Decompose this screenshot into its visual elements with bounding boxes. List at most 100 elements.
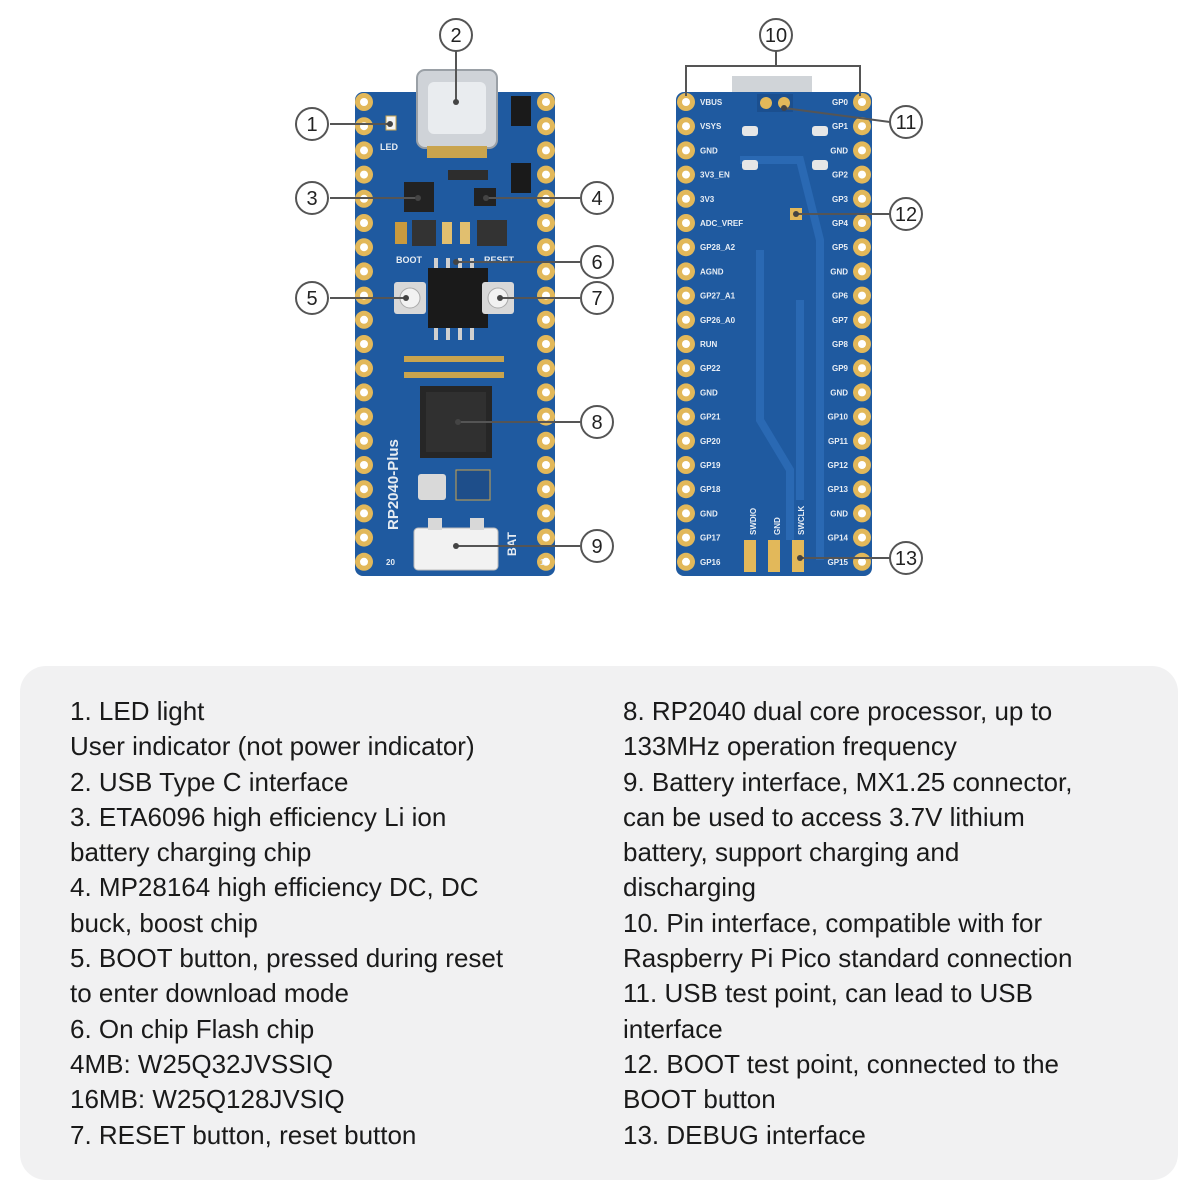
back-pin-label: GND	[830, 388, 848, 397]
back-pin-label: GP16	[700, 558, 721, 567]
silk-pin-1: 1	[540, 558, 545, 567]
back-pin-pad-hole	[858, 340, 866, 348]
description-line: 8. RP2040 dual core processor, up to	[623, 696, 1053, 726]
front-pin-pad-hole	[542, 436, 550, 445]
front-pin-pad-hole	[360, 219, 368, 227]
front-pin-pad-hole	[542, 533, 550, 542]
back-pin-label: GP10	[828, 413, 849, 422]
back-pin-label: GP18	[700, 485, 721, 494]
back-pin-pad-hole	[858, 436, 866, 445]
back-pin-label: GP7	[832, 316, 849, 325]
board-diagram: LED BOOT RESET	[295, 18, 923, 576]
back-pin-label: GP2	[832, 171, 849, 180]
svg-text:8: 8	[591, 412, 602, 434]
debug-label-2: GND	[773, 517, 782, 535]
back-pin-label: VSYS	[700, 122, 722, 131]
front-left-pads	[355, 93, 373, 571]
back-pin-label: GND	[700, 146, 718, 155]
description-line: 1. LED light	[70, 696, 205, 726]
front-pin-pad-hole	[542, 315, 550, 324]
callout-5: 5	[295, 281, 329, 315]
back-pin-label: GP22	[700, 364, 721, 373]
silk-board-name: RP2040-Plus	[385, 439, 402, 530]
back-pin-pad-hole	[682, 146, 690, 155]
front-pin-pad-hole	[542, 243, 550, 252]
silk-reset: RESET	[484, 255, 515, 265]
back-right-pads	[853, 93, 871, 571]
back-pin-label: GP3	[832, 195, 849, 204]
front-pin-pad-hole	[542, 340, 550, 348]
front-pin-pad-hole	[542, 98, 550, 106]
back-pin-label: GP5	[832, 243, 849, 252]
back-pin-label: GND	[830, 267, 848, 276]
description-line: can be used to access 3.7V lithium	[623, 801, 1025, 832]
front-pin-pad-hole	[542, 364, 550, 373]
front-pin-pad-hole	[360, 388, 368, 397]
silk-boot: BOOT	[396, 255, 423, 265]
svg-text:11: 11	[896, 112, 917, 134]
back-pin-pad-hole	[682, 267, 690, 276]
description-line: 9. Battery interface, MX1.25 connector,	[623, 766, 1073, 797]
description-left-column: 1. LED light User indicator (not power i…	[70, 694, 503, 1153]
back-pin-label: GND	[700, 388, 718, 397]
boot-button	[394, 282, 426, 314]
front-pin-pad-hole	[360, 98, 368, 106]
svg-text:12: 12	[895, 204, 917, 226]
callout-3: 3	[295, 181, 329, 215]
back-pin-label: VBUS	[700, 98, 723, 107]
front-board: LED BOOT RESET	[355, 69, 555, 576]
callout-13: 13	[889, 541, 923, 575]
description-line: 3. ETA6096 high efficiency Li ion	[70, 801, 447, 832]
back-pin-pad-hole	[682, 170, 690, 179]
back-pin-label: GND	[700, 509, 718, 518]
front-pin-pad-hole	[542, 388, 550, 397]
back-pin-pad-hole	[858, 122, 866, 131]
back-pin-label: GP27_A1	[700, 292, 736, 301]
back-pin-pad-hole	[682, 219, 690, 227]
front-pin-pad-hole	[360, 267, 368, 276]
svg-text:10: 10	[765, 25, 787, 47]
front-pin-pad-hole	[542, 122, 550, 131]
back-pin-label: GP9	[832, 364, 849, 373]
description-line: battery charging chip	[70, 837, 312, 868]
svg-text:6: 6	[591, 252, 602, 274]
callouts	[330, 51, 891, 559]
back-pin-label: GP12	[828, 461, 849, 470]
silk-bat: BAT	[505, 532, 519, 556]
description-line: discharging	[623, 872, 756, 903]
description-line: buck, boost chip	[70, 907, 258, 938]
svg-text:3: 3	[306, 188, 317, 210]
back-left-pads	[677, 93, 695, 571]
front-pin-pad-hole	[360, 557, 368, 566]
description-line: 7. RESET button, reset button	[70, 1119, 417, 1150]
description-line: 12. BOOT test point, connected to the	[623, 1048, 1060, 1079]
front-pin-pad-hole	[542, 461, 550, 469]
callout-dots	[387, 99, 803, 561]
description-line: 4MB: W25Q32JVSSIQ	[70, 1048, 333, 1079]
back-pin-label: ADC_VREF	[700, 219, 743, 228]
callout-9: 9	[580, 529, 614, 563]
back-pin-pad-hole	[858, 170, 866, 179]
back-pin-pad-hole	[858, 219, 866, 227]
callout-4: 4	[580, 181, 614, 215]
callout-8: 8	[580, 405, 614, 439]
front-pin-pad-hole	[542, 509, 550, 518]
svg-text:5: 5	[306, 288, 317, 310]
back-pin-label: 3V3_EN	[700, 171, 730, 180]
description-line: 16MB: W25Q128JVSIQ	[70, 1084, 345, 1115]
front-pin-pad-hole	[360, 146, 368, 155]
silk-pin-20: 20	[386, 558, 395, 567]
front-pin-pad-hole	[542, 485, 550, 494]
back-pin-pad-hole	[682, 436, 690, 445]
back-pin-label: GP20	[700, 437, 721, 446]
back-pin-label: GP8	[832, 340, 849, 349]
description-line: 6. On chip Flash chip	[70, 1013, 315, 1044]
silk-led: LED	[380, 142, 399, 152]
back-pin-pad-hole	[858, 267, 866, 276]
back-pin-pad-hole	[858, 243, 866, 252]
description-right-column: 8. RP2040 dual core processor, up to 133…	[623, 694, 1072, 1153]
back-pin-label: GP19	[700, 461, 721, 470]
front-pin-pad-hole	[542, 557, 550, 566]
back-pin-pad-hole	[682, 533, 690, 542]
front-pin-pad-hole	[360, 243, 368, 252]
